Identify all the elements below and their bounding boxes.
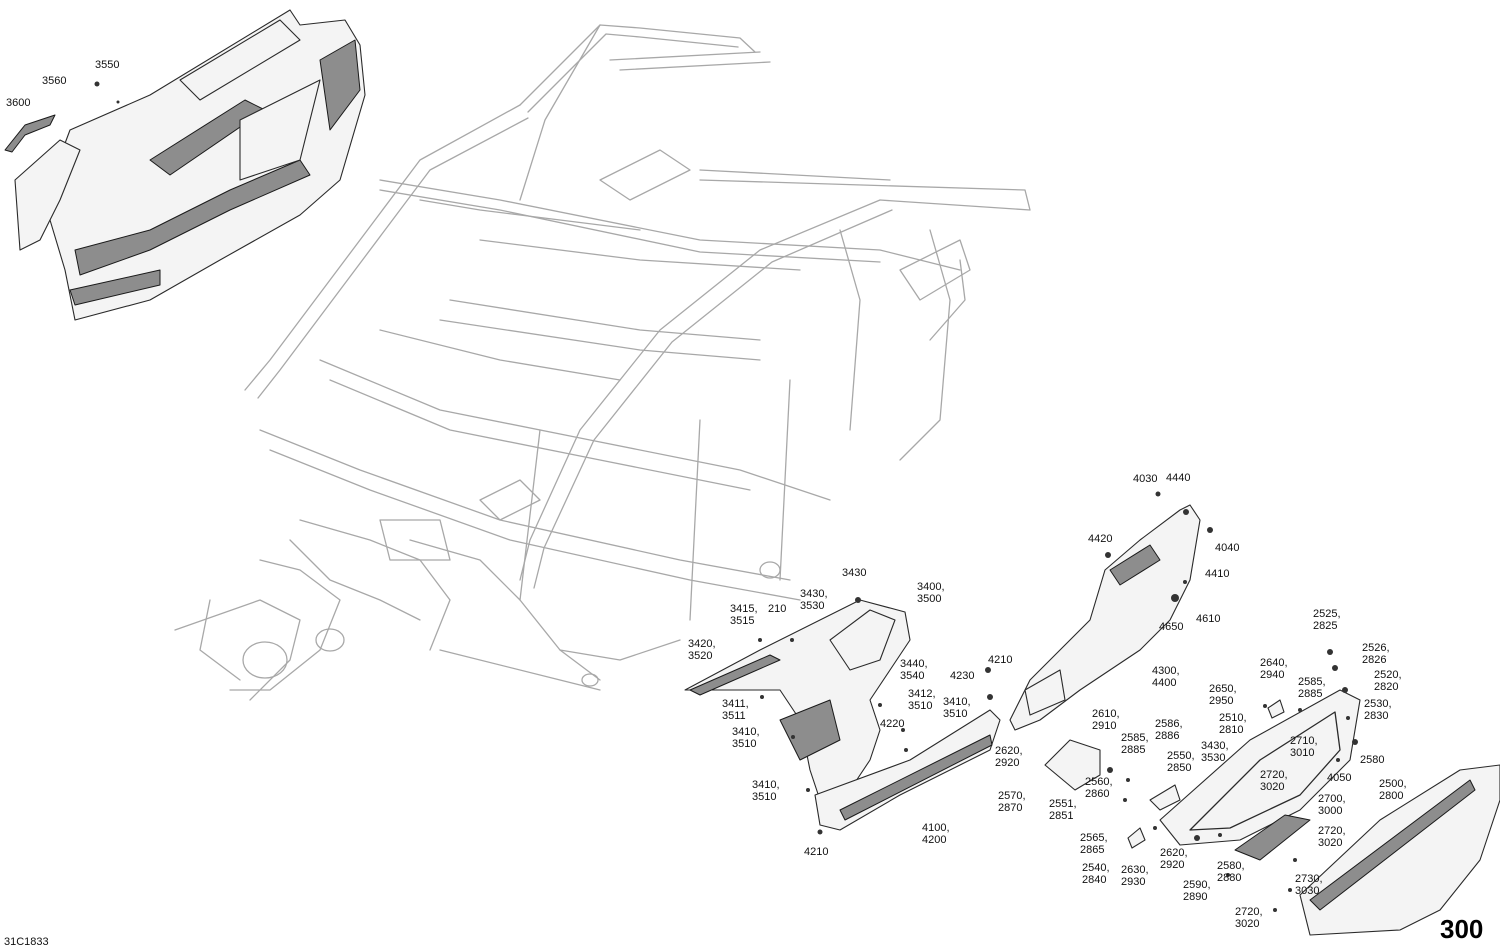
drawing-code: 31C1833 xyxy=(4,936,49,948)
callout-2720b: 2720,3020 xyxy=(1318,825,1346,849)
callout-2700: 2700,3000 xyxy=(1318,793,1346,817)
callout-2510: 2510,2810 xyxy=(1219,712,1247,736)
callout-3412: 3412,3510 xyxy=(908,688,936,712)
page-number: 300 xyxy=(1440,914,1483,944)
callout-2551: 2551,2851 xyxy=(1049,798,1077,822)
callout-4040: 4040 xyxy=(1215,542,1239,554)
callout-2585b: 2585,2885 xyxy=(1121,732,1149,756)
callout-3420: 3420,3520 xyxy=(688,638,716,662)
callout-4440: 4440 xyxy=(1166,472,1190,484)
callout-3410a: 3410,3510 xyxy=(943,696,971,720)
callout-2526: 2526,2826 xyxy=(1362,642,1390,666)
callout-4030: 4030 xyxy=(1133,473,1157,485)
callout-4050: 4050 xyxy=(1327,772,1351,784)
hardware-fasteners xyxy=(94,81,1358,912)
latch-2550 xyxy=(1149,784,1181,811)
rocker-panel-4100 xyxy=(814,709,1001,831)
callout-2550: 2550,2850 xyxy=(1167,750,1195,774)
roll-cage-frame xyxy=(174,24,1031,701)
callout-2720a: 2720,3020 xyxy=(1260,769,1288,793)
callout-2730: 2730,3030 xyxy=(1295,873,1323,897)
callout-2710: 2710,3010 xyxy=(1290,735,1318,759)
hood-trim-3600 xyxy=(4,114,56,153)
callout-3400: 3400,3500 xyxy=(917,581,945,605)
callout-4230: 4230 xyxy=(950,670,974,682)
bracket-2540 xyxy=(1127,827,1146,849)
callout-2580b: 2580,2880 xyxy=(1217,860,1245,884)
side-panel-4300 xyxy=(1009,504,1201,731)
callout-2565: 2565,2865 xyxy=(1080,832,1108,856)
callout-2540: 2540,2840 xyxy=(1082,862,1110,886)
front-panel-assembly xyxy=(14,9,366,321)
callout-2500: 2500,2800 xyxy=(1379,778,1407,802)
callout-2610: 2610,2910 xyxy=(1092,708,1120,732)
panel-2700 xyxy=(1234,814,1311,861)
callout-3440: 3440,3540 xyxy=(900,658,928,682)
callout-2586: 2586,2886 xyxy=(1155,718,1183,742)
callout-2650: 2650,2950 xyxy=(1209,683,1237,707)
callout-3411: 3411,3511 xyxy=(722,698,749,722)
callout-2580a: 2580 xyxy=(1360,754,1384,766)
callout-2620b: 2620,2920 xyxy=(1160,847,1188,871)
callout-3560: 3560 xyxy=(42,75,66,87)
callout-2525: 2525,2825 xyxy=(1313,608,1341,632)
callout-4300: 4300,4400 xyxy=(1152,665,1180,689)
callout-4610: 4610 xyxy=(1196,613,1220,625)
callout-2590: 2590,2890 xyxy=(1183,879,1211,903)
callout-4210b: 4210 xyxy=(804,846,828,858)
callout-2620a: 2620,2920 xyxy=(995,745,1023,769)
callout-labels: 3550 3560 3600 3430 3400,3500 3415,3515 210 343… xyxy=(6,59,1407,930)
callout-2560: 2560,2860 xyxy=(1085,776,1113,800)
callout-2640: 2640,2940 xyxy=(1260,657,1288,681)
callout-3430b: 3430,3530 xyxy=(800,588,828,612)
callout-2570: 2570,2870 xyxy=(998,790,1026,814)
callout-210: 210 xyxy=(768,603,786,615)
callout-2520: 2520,2820 xyxy=(1374,669,1402,693)
callout-3410b: 3410,3510 xyxy=(732,726,760,750)
callout-2530: 2530,2830 xyxy=(1364,698,1392,722)
callout-2630: 2630,2930 xyxy=(1121,864,1149,888)
callout-3415: 3415,3515 xyxy=(730,603,758,627)
callout-2585a: 2585,2885 xyxy=(1298,676,1326,700)
callout-4210a: 4210 xyxy=(988,654,1012,666)
door-panel-2500 xyxy=(1299,764,1500,936)
hinge-2640 xyxy=(1267,699,1285,719)
callout-3410c: 3410,3510 xyxy=(752,779,780,803)
callout-3600: 3600 xyxy=(6,97,30,109)
door-frame-2510 xyxy=(1159,689,1361,846)
side-panel-3400 xyxy=(684,599,911,801)
bracket-2570 xyxy=(1044,739,1101,791)
callout-4100: 4100,4200 xyxy=(922,822,950,846)
callout-4220: 4220 xyxy=(880,718,904,730)
callout-3430c: 3430,3530 xyxy=(1201,740,1229,764)
callout-3430a: 3430 xyxy=(842,567,866,579)
callout-2720c: 2720,3020 xyxy=(1235,906,1263,930)
callout-4420: 4420 xyxy=(1088,533,1112,545)
callout-4410: 4410 xyxy=(1205,568,1229,580)
callout-4650: 4650 xyxy=(1159,621,1183,633)
callout-3550: 3550 xyxy=(95,59,119,71)
